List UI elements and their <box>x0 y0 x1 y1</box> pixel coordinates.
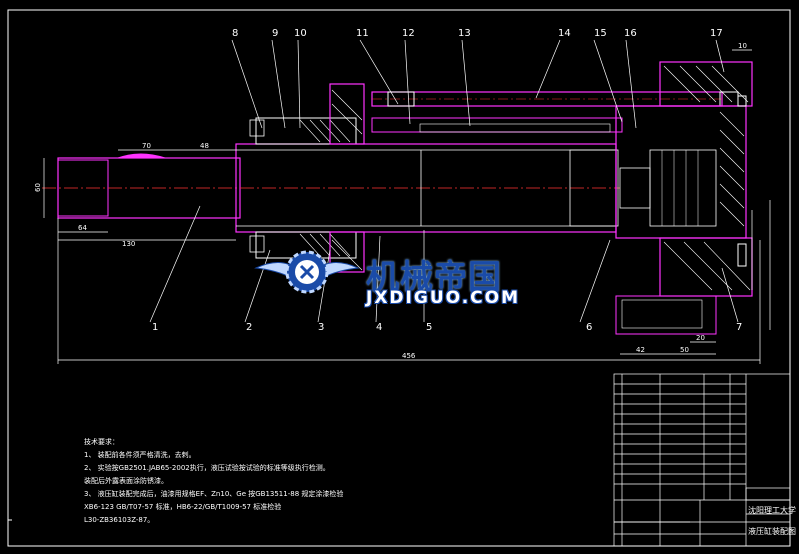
dim-70: 70 <box>142 142 151 150</box>
school-name: 沈阳理工大学 <box>748 506 796 515</box>
callout-4: 4 <box>376 322 382 333</box>
mount-plate <box>615 295 717 335</box>
watermark-chinese: 机械帝国 <box>366 257 502 296</box>
title-block <box>613 373 791 547</box>
dimension-texts: 70 48 64 130 456 42 50 20 10 60 <box>34 42 747 360</box>
watermark-emblem <box>254 250 360 294</box>
callout-15: 15 <box>594 28 607 39</box>
notes-line-1: 1、 装配前各件须严格清洗，去刺。 <box>84 451 196 459</box>
callout-6: 6 <box>586 322 592 333</box>
leader-lines <box>149 39 739 323</box>
callout-13: 13 <box>458 28 471 39</box>
notes-line-5: XB6-123 GB/T07-57 标准，HB6-22/GB/T1009-57 … <box>84 503 282 511</box>
callout-numbers: 1 2 3 4 5 6 7 8 9 10 11 12 13 14 15 16 1… <box>152 28 742 333</box>
watermark-url: JXDIGUO.COM <box>366 288 521 308</box>
notes-line-4: 3、 液压缸装配完成后，油漆用规格EF、Zn10、Ge 按GB13511-88 … <box>84 490 344 498</box>
dim-50: 50 <box>680 346 689 354</box>
callout-10: 10 <box>294 28 307 39</box>
dim-10: 10 <box>738 42 747 50</box>
callout-11: 11 <box>356 28 369 39</box>
callout-12: 12 <box>402 28 415 39</box>
dim-456: 456 <box>402 352 416 360</box>
sheet-border <box>7 9 791 547</box>
dim-48: 48 <box>200 142 209 150</box>
callout-14: 14 <box>558 28 571 39</box>
notes-line-3: 装配后外露表面涂防锈漆。 <box>84 477 168 485</box>
callout-2: 2 <box>246 322 252 333</box>
dimension-lines <box>43 49 771 364</box>
notes-line-6: L30-ZB36103Z-87。 <box>84 516 155 524</box>
callout-17: 17 <box>710 28 723 39</box>
callout-8: 8 <box>232 28 238 39</box>
notes-title: 技术要求： <box>84 438 119 446</box>
callout-5: 5 <box>426 322 432 333</box>
callout-1: 1 <box>152 322 158 333</box>
notes-line-2: 2、 实验按GB2501.JAB65-2002执行，液压试验按试验的标准等级执行… <box>84 464 330 472</box>
callout-7: 7 <box>736 322 742 333</box>
front-head <box>255 117 357 145</box>
cylinder-assembly <box>42 61 753 335</box>
dim-20: 20 <box>696 334 705 342</box>
callout-3: 3 <box>318 322 324 333</box>
callout-16: 16 <box>624 28 637 39</box>
dim-60: 60 <box>34 183 42 192</box>
dim-42: 42 <box>636 346 645 354</box>
dim-130: 130 <box>122 240 135 248</box>
callout-9: 9 <box>272 28 278 39</box>
technical-requirements: 技术要求： 1、 装配前各件须严格清洗，去刺。 2、 实验按GB2501.JAB… <box>84 436 424 527</box>
drawing-name: 液压缸装配图 <box>748 527 796 536</box>
dim-64: 64 <box>78 224 87 232</box>
